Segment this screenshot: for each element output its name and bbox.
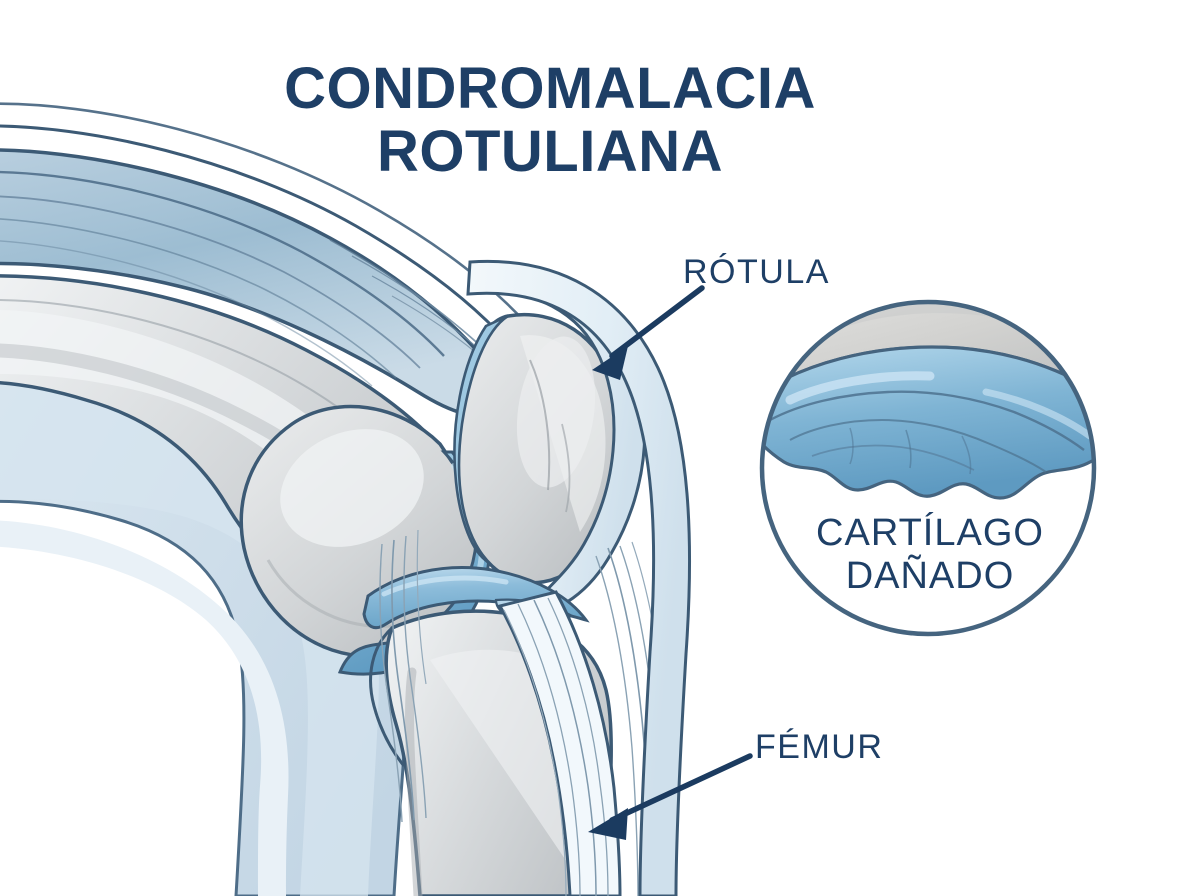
femur-arrow — [588, 753, 753, 840]
anterior-leg-contour — [466, 259, 692, 896]
condyle-highlight — [280, 429, 424, 547]
patella-arrow — [592, 285, 705, 380]
title-line-1: CONDROMALACIA — [284, 56, 816, 121]
page-title: CONDROMALACIA ROTULIANA — [180, 56, 920, 184]
cruciate-ligament-fibers — [379, 529, 427, 823]
soft-tissue-highlight — [0, 520, 289, 896]
label-damaged-cartilage-line-2: DAÑADO — [845, 554, 1015, 597]
label-patella: RÓTULA — [683, 253, 830, 291]
label-damaged-cartilage-line-1: CARTÍLAGO — [816, 512, 1044, 554]
patellar-cartilage — [453, 314, 509, 564]
label-femur: FÉMUR — [755, 728, 884, 766]
patellar-tendon — [497, 590, 622, 896]
patella — [454, 313, 627, 585]
inset-circle-border — [759, 299, 1097, 637]
title-line-2: ROTULIANA — [376, 118, 723, 184]
label-damaged-cartilage: CARTÍLAGO DAÑADO — [780, 512, 1080, 597]
